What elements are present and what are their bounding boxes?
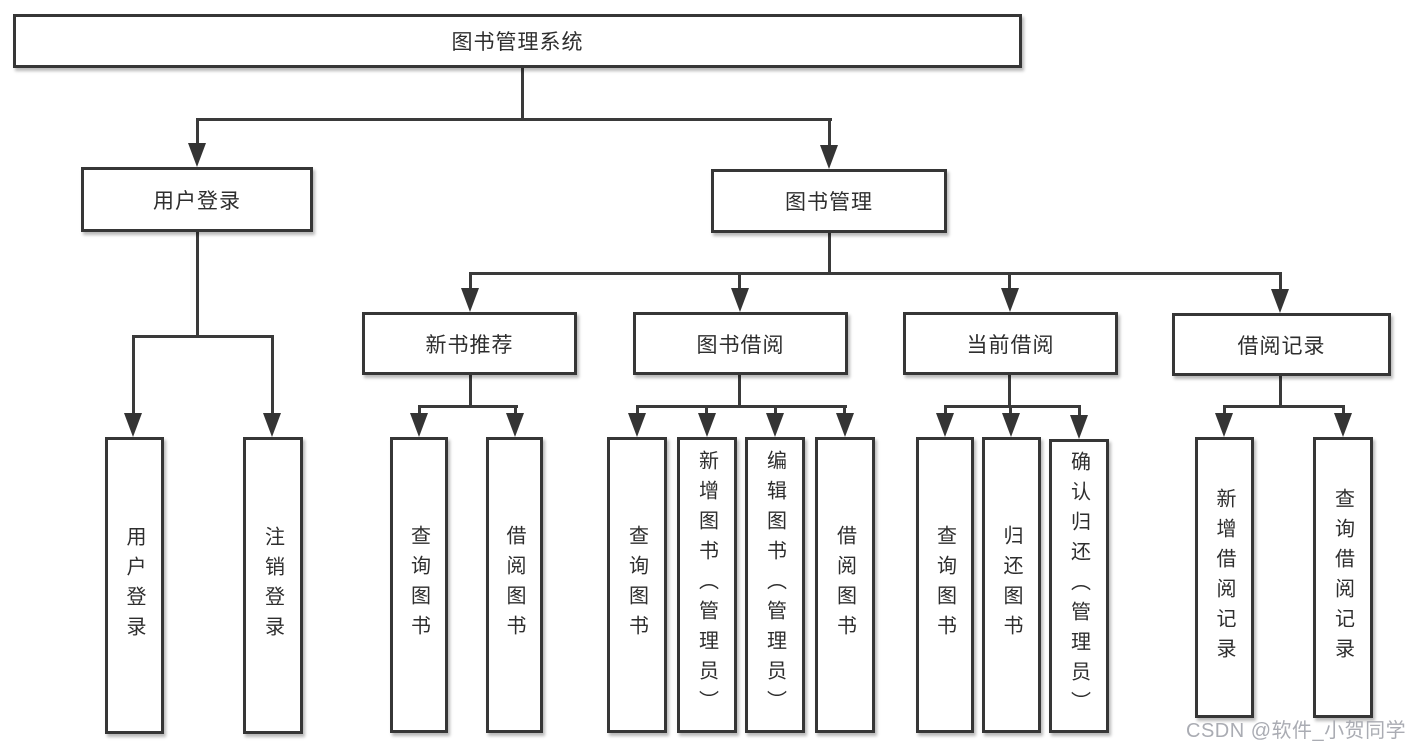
leaf-label: 注销登录 xyxy=(261,525,284,646)
arrowhead-down-icon xyxy=(1271,289,1289,313)
connector-arm xyxy=(705,407,708,415)
connector-arm xyxy=(418,407,421,415)
connector-arm-book-borrow xyxy=(738,274,741,290)
arrowhead-down-icon xyxy=(628,413,646,437)
node-label: 用户登录 xyxy=(153,189,241,213)
leaf-current-query: 查询图书 xyxy=(916,437,974,733)
connector-level2-bus xyxy=(196,118,832,121)
node-book-management: 图书管理 xyxy=(711,169,947,233)
connector-arm xyxy=(1009,407,1012,415)
leaf-label: 确认归还（管理员） xyxy=(1067,451,1090,721)
leaf-borrow-query: 查询图书 xyxy=(607,437,667,733)
arrowhead-down-icon xyxy=(506,413,524,437)
arrowhead-down-icon xyxy=(1070,415,1088,439)
connector-arm-leaf-logout xyxy=(271,337,274,415)
arrowhead-down-icon xyxy=(731,288,749,312)
arrowhead-down-icon xyxy=(698,413,716,437)
connector-book-mgmt-stem xyxy=(828,233,831,274)
connector-arm xyxy=(1342,407,1345,415)
connector-arm-book-mgmt xyxy=(828,120,831,148)
leaf-borrow-add-admin: 新增图书（管理员） xyxy=(677,437,737,733)
arrowhead-down-icon xyxy=(410,413,428,437)
node-label: 当前借阅 xyxy=(966,333,1055,357)
leaf-label: 查询图书 xyxy=(933,525,956,645)
leaf-record-query: 查询借阅记录 xyxy=(1313,437,1373,718)
leaf-label: 新增借阅记录 xyxy=(1213,487,1235,668)
node-user-login: 用户登录 xyxy=(81,167,313,232)
arrowhead-down-icon xyxy=(836,413,854,437)
connector-current-borrow-stem xyxy=(1008,375,1011,407)
leaf-label: 查询图书 xyxy=(407,525,430,645)
leaf-label: 借阅图书 xyxy=(503,525,525,645)
connector-arm-leaf-login xyxy=(132,337,135,415)
node-root-library-system: 图书管理系统 xyxy=(13,14,1022,68)
node-new-book-recommend: 新书推荐 xyxy=(362,312,577,375)
leaf-newbook-borrow: 借阅图书 xyxy=(486,437,543,733)
leaf-borrow-edit-admin: 编辑图书（管理员） xyxy=(745,437,805,733)
connector-arm xyxy=(843,407,846,415)
connector-borrow-records-bus xyxy=(1223,405,1345,408)
leaf-label: 查询借阅记录 xyxy=(1331,487,1354,668)
arrowhead-down-icon xyxy=(936,413,954,437)
leaf-label: 借阅图书 xyxy=(833,525,856,645)
connector-arm xyxy=(1078,407,1081,415)
arrowhead-down-icon xyxy=(1001,288,1019,312)
leaf-label: 编辑图书（管理员） xyxy=(763,450,786,720)
leaf-label: 归还图书 xyxy=(1000,525,1022,645)
connector-arm-user-login xyxy=(196,120,199,146)
leaf-newbook-query: 查询图书 xyxy=(390,437,448,733)
arrowhead-down-icon xyxy=(820,145,838,169)
node-label: 图书管理 xyxy=(785,191,873,214)
arrowhead-down-icon xyxy=(1334,413,1352,437)
arrowhead-down-icon xyxy=(1215,413,1233,437)
connector-arm-new-book xyxy=(469,274,472,290)
connector-user-login-bus xyxy=(132,335,274,338)
connector-book-borrow-bus xyxy=(636,405,847,408)
arrowhead-down-icon xyxy=(1002,413,1020,437)
connector-new-book-bus xyxy=(418,405,518,408)
leaf-label: 查询图书 xyxy=(625,525,648,645)
connector-current-borrow-bus xyxy=(944,405,1081,408)
leaf-record-add: 新增借阅记录 xyxy=(1195,437,1254,718)
connector-arm xyxy=(944,407,947,415)
connector-borrow-records-stem xyxy=(1279,376,1282,407)
leaf-borrow-book: 借阅图书 xyxy=(815,437,875,733)
leaf-current-return: 归还图书 xyxy=(982,437,1041,733)
connector-arm-borrow-records xyxy=(1279,274,1282,290)
connector-level3-bus xyxy=(469,272,1282,275)
arrowhead-down-icon xyxy=(461,288,479,312)
connector-new-book-stem xyxy=(469,375,472,407)
leaf-logout: 注销登录 xyxy=(243,437,303,734)
connector-arm-current-borrow xyxy=(1008,274,1011,290)
node-book-borrow: 图书借阅 xyxy=(633,312,848,375)
connector-arm xyxy=(514,407,517,415)
connector-user-login-stem xyxy=(196,232,199,337)
arrowhead-down-icon xyxy=(124,413,142,437)
connector-arm xyxy=(636,407,639,415)
node-label: 新书推荐 xyxy=(425,333,514,357)
connector-arm xyxy=(1223,407,1226,415)
node-label: 图书借阅 xyxy=(696,333,785,357)
leaf-current-confirm-admin: 确认归还（管理员） xyxy=(1049,439,1109,733)
node-current-borrow: 当前借阅 xyxy=(903,312,1118,375)
node-label: 借阅记录 xyxy=(1237,334,1326,358)
csdn-watermark: CSDN @软件_小贺同学 xyxy=(1186,720,1405,742)
leaf-label: 新增图书（管理员） xyxy=(695,450,718,720)
connector-root-stem xyxy=(521,66,524,120)
arrowhead-down-icon xyxy=(766,413,784,437)
arrowhead-down-icon xyxy=(263,413,281,437)
connector-arm xyxy=(774,407,777,415)
connector-book-borrow-stem xyxy=(738,375,741,407)
arrowhead-down-icon xyxy=(188,143,206,167)
leaf-label: 用户登录 xyxy=(123,525,145,646)
leaf-user-login: 用户登录 xyxy=(105,437,164,734)
node-borrow-records: 借阅记录 xyxy=(1172,313,1391,376)
node-label: 图书管理系统 xyxy=(451,31,584,54)
